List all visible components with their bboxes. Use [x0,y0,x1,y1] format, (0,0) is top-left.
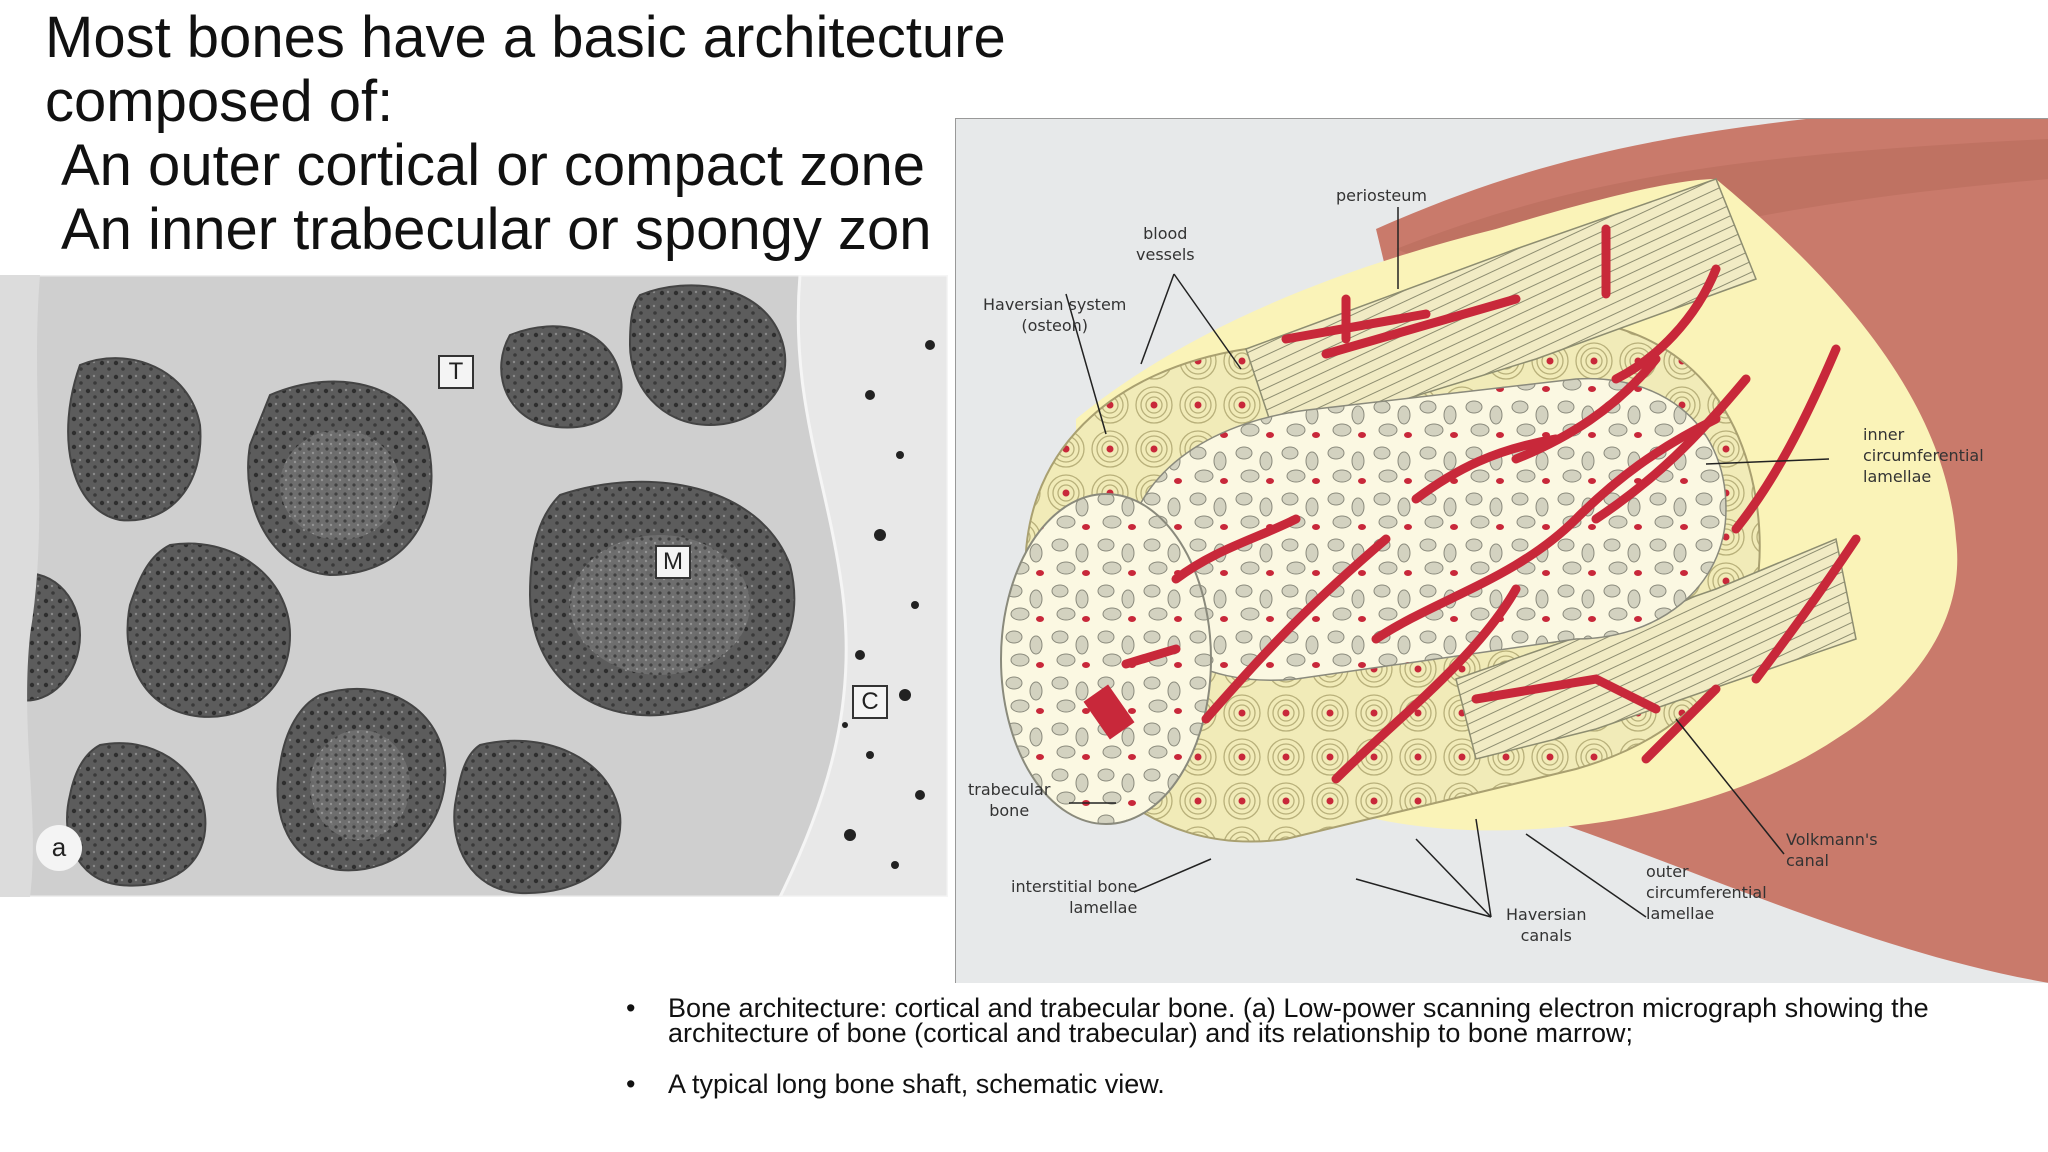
micrograph-label-a: a [36,825,82,871]
caption-bullet-1: Bone architecture: cortical and trabecul… [626,995,2016,1047]
micrograph-label-m: M [655,545,691,579]
bone-shaft-illustration [1000,119,2048,983]
title-line-3: An outer cortical or compact zone [61,133,925,198]
slide-title: Most bones have a basic architecture com… [45,6,1006,262]
caption-bullet-2: A typical long bone shaft, schematic vie… [626,1071,2016,1098]
title-line-2: composed of: [45,69,394,134]
micrograph-label-c: C [852,685,888,719]
micrograph-label-t: T [438,355,474,389]
micrograph-image [0,275,948,897]
title-line-1: Most bones have a basic architecture [45,5,1006,70]
title-line-4: An inner trabecular or spongy zon [61,197,932,262]
label-periosteum: periosteum [1336,186,1427,205]
caption-bullet-list: Bone architecture: cortical and trabecul… [626,995,2016,1123]
sem-micrograph: T M C a [0,275,948,897]
label-haversian-system: Haversian system(osteon) [983,295,1127,335]
